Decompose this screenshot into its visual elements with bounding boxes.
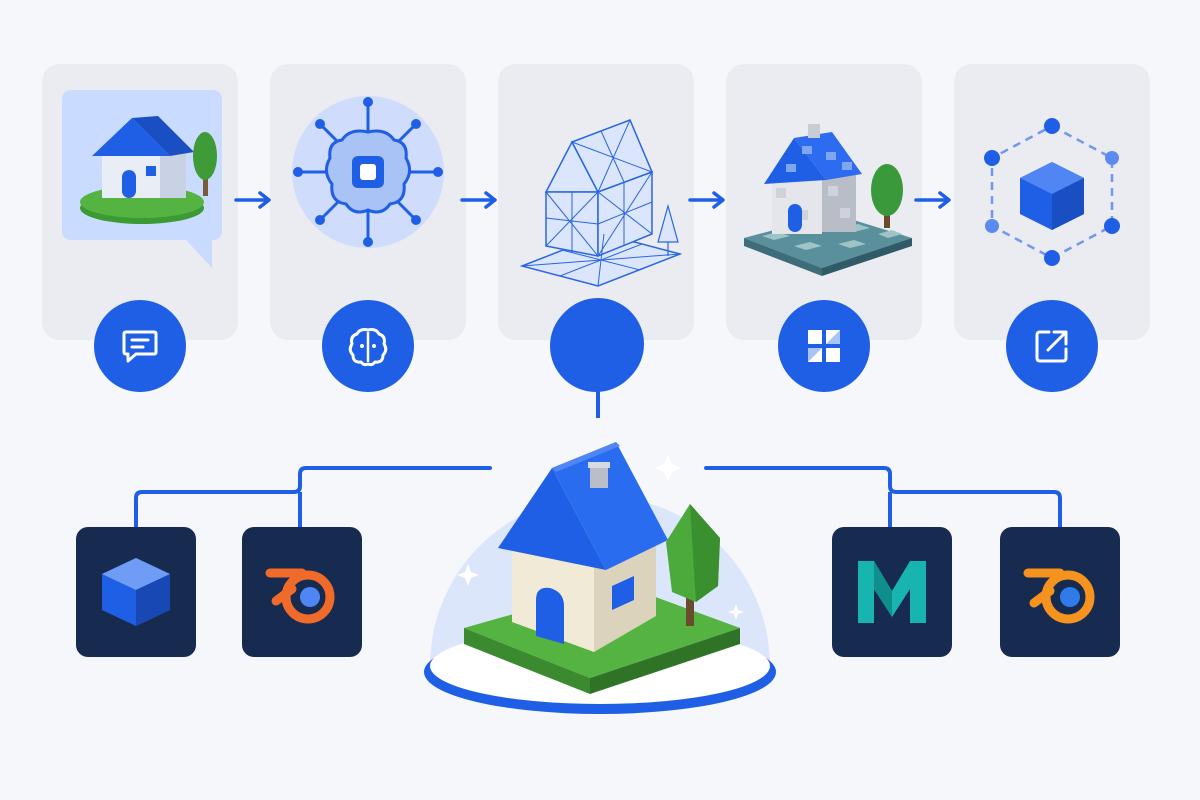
textured-house-illustration <box>744 124 912 276</box>
step-badge-ai[interactable] <box>322 300 414 392</box>
texture-grid-icon <box>808 330 840 362</box>
export-icon <box>1035 330 1068 363</box>
cube-network-hub-illustration <box>984 118 1120 266</box>
step-card-prompt <box>42 64 238 392</box>
house-3d-model <box>424 442 776 714</box>
m-logo-app-icon <box>858 561 926 623</box>
blender-orange-app-icon <box>265 568 335 624</box>
step-badge-export[interactable] <box>1006 300 1098 392</box>
step-card-export <box>954 64 1150 392</box>
ai-brain-chip-illustration <box>292 96 444 248</box>
flow-arrow-1 <box>234 191 271 209</box>
step-badge-prompt[interactable] <box>94 300 186 392</box>
mesh-to-model-node <box>552 298 644 390</box>
flow-arrow-2 <box>460 191 497 209</box>
app-tile-blender-orange[interactable] <box>242 527 362 657</box>
flow-arrow-4 <box>914 191 951 209</box>
app-tile-cube[interactable] <box>76 527 196 657</box>
flow-arrow-3 <box>688 191 725 209</box>
app-tile-blender[interactable] <box>1000 527 1120 657</box>
brain-icon <box>348 328 388 367</box>
app-tile-m[interactable] <box>832 527 952 657</box>
wireframe-house-mesh-illustration <box>519 119 683 287</box>
step-card-ai <box>270 64 466 392</box>
chat-message-icon <box>122 330 158 363</box>
blue-cube-app-icon <box>102 558 170 626</box>
house-chat-bubble-illustration <box>62 90 222 268</box>
blender-app-icon <box>1023 568 1095 624</box>
step-card-texture <box>726 64 922 392</box>
step-card-mesh <box>498 64 694 392</box>
step-badge-texture[interactable] <box>778 300 870 392</box>
